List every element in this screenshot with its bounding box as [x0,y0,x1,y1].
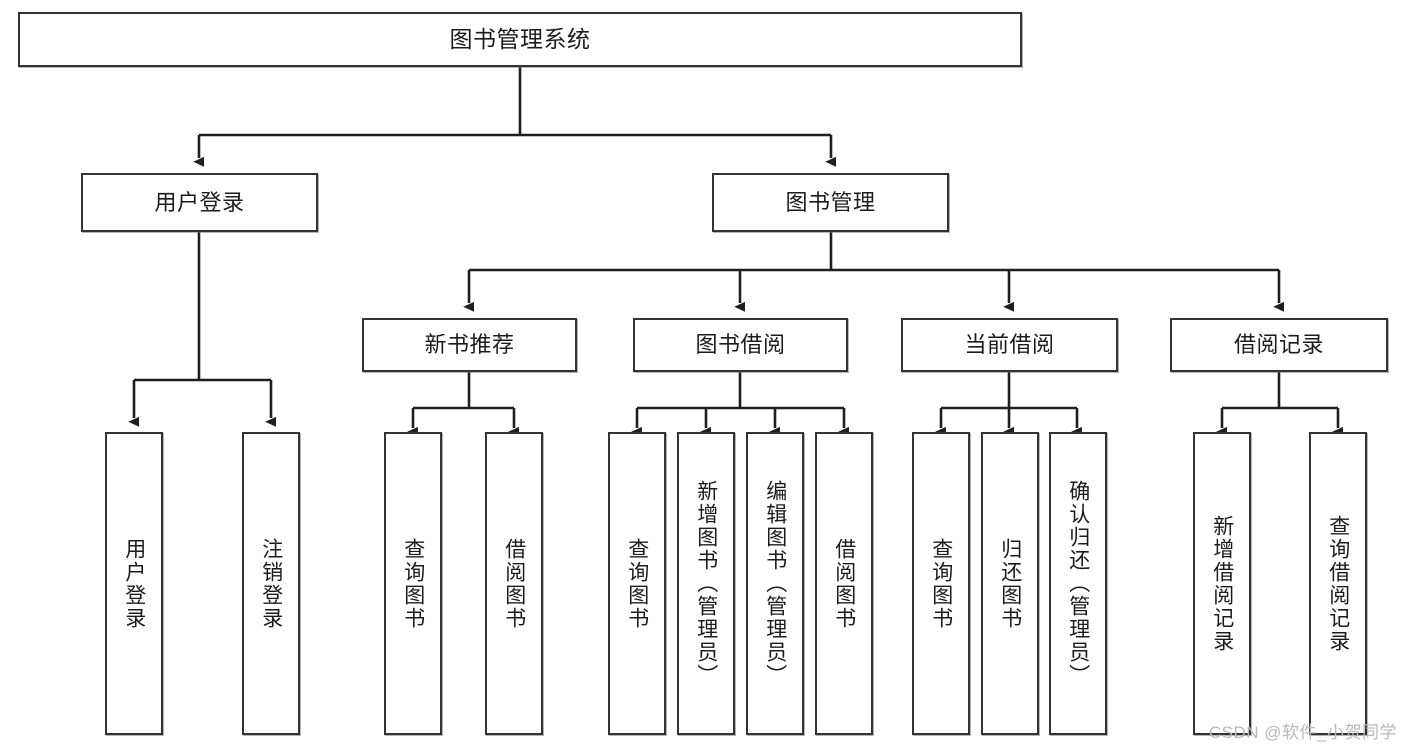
node-book-manage-label: 图书管理 [785,189,876,215]
leaf-add-borrow-record[interactable]: 新增借阅记录 [1193,432,1251,735]
leaf-query-borrow-record-label: 查询借阅记录 [1326,514,1350,653]
leaf-query-book-2[interactable]: 查询图书 [608,432,666,735]
node-user-login[interactable]: 用户登录 [81,173,318,232]
node-borrow-record[interactable]: 借阅记录 [1170,318,1388,372]
leaf-query-borrow-record[interactable]: 查询借阅记录 [1309,432,1367,735]
leaf-add-borrow-record-label: 新增借阅记录 [1210,514,1234,653]
node-current-borrow[interactable]: 当前借阅 [901,318,1118,372]
leaf-query-book-1[interactable]: 查询图书 [384,432,442,735]
leaf-query-book-3[interactable]: 查询图书 [912,432,970,735]
node-root[interactable]: 图书管理系统 [18,12,1022,67]
leaf-user-login[interactable]: 用户登录 [105,432,163,735]
leaf-return-book[interactable]: 归还图书 [981,432,1039,735]
node-new-book-recommend-label: 新书推荐 [424,332,515,358]
leaf-logout-login[interactable]: 注销登录 [242,432,300,735]
node-book-borrow[interactable]: 图书借阅 [633,318,848,372]
leaf-query-book-3-label: 查询图书 [929,537,953,630]
leaf-add-book-admin-label: 新增图书（管理员） [694,480,718,687]
leaf-query-book-2-label: 查询图书 [625,537,649,630]
leaf-edit-book-admin-label: 编辑图书（管理员） [763,480,787,687]
leaf-borrow-book-1[interactable]: 借阅图书 [485,432,543,735]
leaf-query-book-1-label: 查询图书 [401,537,425,630]
node-current-borrow-label: 当前借阅 [964,332,1055,358]
leaf-logout-login-label: 注销登录 [259,537,283,630]
leaf-add-book-admin[interactable]: 新增图书（管理员） [677,432,735,735]
node-book-manage[interactable]: 图书管理 [712,173,949,232]
leaf-confirm-return-admin-label: 确认归还（管理员） [1066,480,1090,687]
leaf-confirm-return-admin[interactable]: 确认归还（管理员） [1049,432,1107,735]
node-book-borrow-label: 图书借阅 [695,332,786,358]
node-root-label: 图书管理系统 [449,26,591,53]
leaf-borrow-book-2-label: 借阅图书 [832,537,856,630]
node-new-book-recommend[interactable]: 新书推荐 [362,318,577,372]
leaf-return-book-label: 归还图书 [998,537,1022,630]
csdn-watermark: CSDN @软件_小贺同学 [1208,723,1397,742]
leaf-borrow-book-2[interactable]: 借阅图书 [815,432,873,735]
node-borrow-record-label: 借阅记录 [1233,332,1324,358]
leaf-borrow-book-1-label: 借阅图书 [502,537,526,630]
leaf-user-login-label: 用户登录 [122,537,146,630]
node-user-login-label: 用户登录 [154,189,245,215]
leaf-edit-book-admin[interactable]: 编辑图书（管理员） [746,432,804,735]
